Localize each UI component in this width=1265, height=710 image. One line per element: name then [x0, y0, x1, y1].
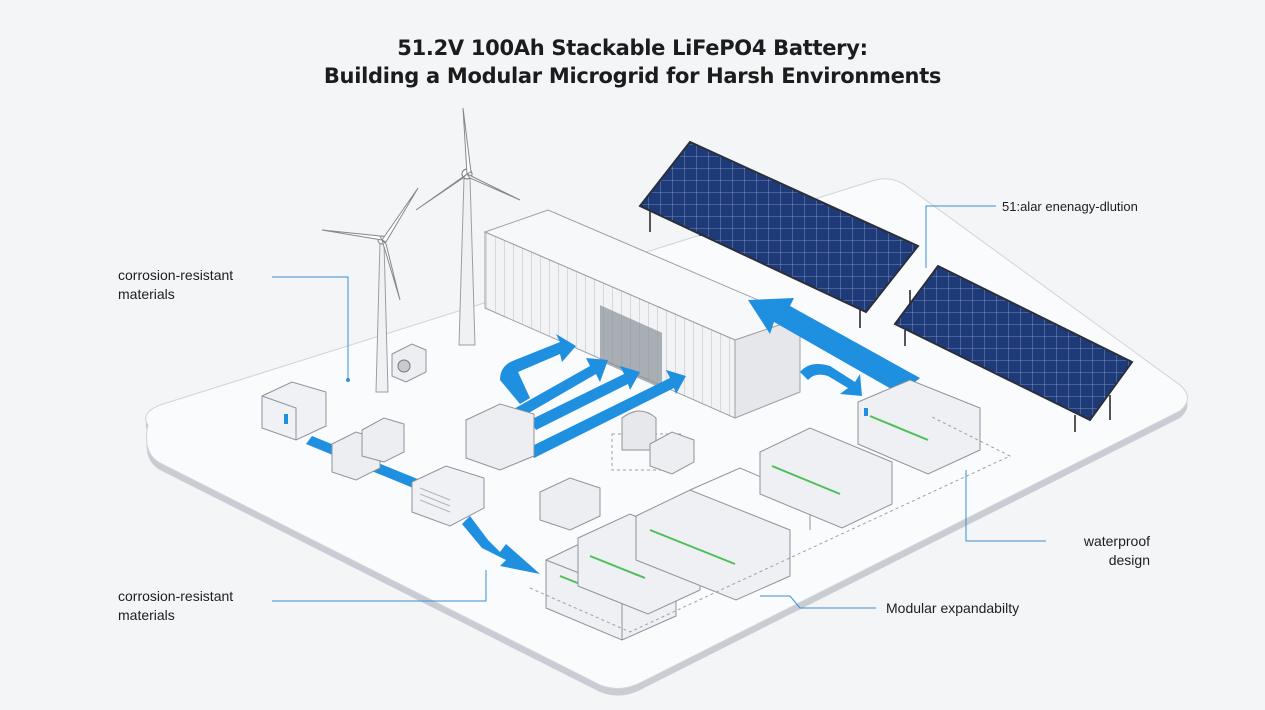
hvac-unit: [391, 343, 427, 383]
solar-array-rear: [638, 140, 920, 328]
callout-waterproof-line-2: design: [1108, 552, 1150, 568]
battery-packs-center: [465, 403, 601, 531]
callout-corrosion-top-line-2: materials: [118, 286, 175, 302]
wind-turbine-right: [415, 107, 521, 346]
callout-waterproof-line-1: waterproof: [1083, 533, 1150, 549]
energy-flow-arrows: [306, 298, 920, 574]
callout-modular: Modular expandabilty: [886, 600, 1020, 616]
inverter-cabinet: [261, 381, 327, 441]
battery-stack-row-3: [759, 427, 893, 529]
diagram-title-line-2: Building a Modular Microgrid for Harsh E…: [323, 64, 942, 88]
callout-corrosion-top-line-1: corrosion-resistant: [118, 267, 234, 283]
diagram-title-line-1: 51.2V 100Ah Stackable LiFePO4 Battery:: [397, 36, 868, 60]
callout-corrosion-bottom: corrosion-resistant materials: [118, 587, 233, 625]
wind-turbine-left: [321, 187, 419, 393]
callout-corrosion-bottom-line-2: materials: [118, 607, 175, 623]
battery-packs-small-left: [331, 417, 405, 481]
transformer: [611, 410, 695, 475]
battery-zone-dashed: [529, 415, 1012, 633]
callout-lines: [272, 205, 1046, 609]
charge-controller: [411, 465, 485, 527]
battery-stack-row-4: [857, 379, 981, 475]
callout-solar: 51:alar enenagy-dlution: [1002, 199, 1138, 214]
callout-corrosion-top: corrosion-resistant materials: [118, 266, 233, 304]
solar-array-front: [893, 264, 1134, 432]
callout-corrosion-bottom-line-1: corrosion-resistant: [118, 588, 234, 604]
callout-waterproof: waterproof design: [1058, 532, 1150, 570]
